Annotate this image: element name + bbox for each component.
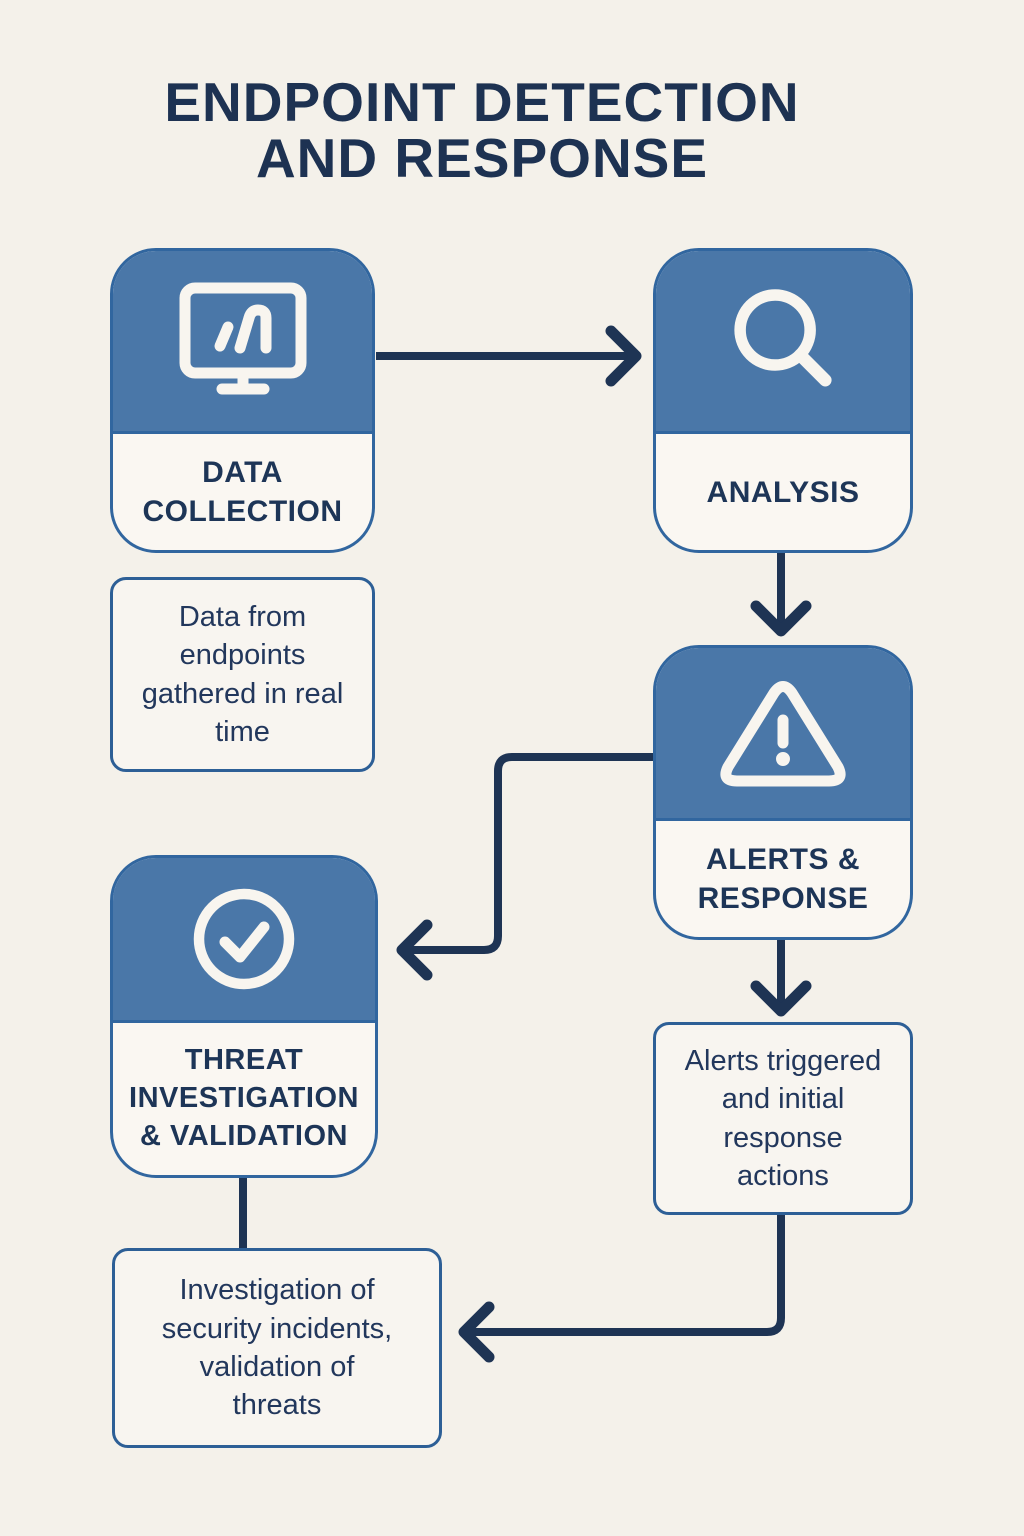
warning-triangle-icon bbox=[720, 681, 846, 787]
node-threat-investigation: THREAT INVESTIGATION & VALIDATION bbox=[110, 855, 378, 1178]
node-alerts-response-icon-panel bbox=[656, 648, 910, 818]
arrow-data-collection-to-analysis bbox=[376, 325, 642, 387]
node-threat-investigation-label: THREAT INVESTIGATION & VALIDATION bbox=[113, 1020, 375, 1175]
node-analysis: ANALYSIS bbox=[653, 248, 913, 553]
arrow-analysis-to-alerts bbox=[750, 551, 812, 637]
page-title-line1: ENDPOINT DETECTION bbox=[164, 71, 800, 133]
magnifying-glass-icon bbox=[733, 288, 832, 386]
note-threat-investigation-text: Investigation of security incidents, val… bbox=[161, 1274, 393, 1422]
node-threat-investigation-icon-panel bbox=[113, 858, 375, 1020]
node-data-collection-label: DATA COLLECTION bbox=[113, 431, 372, 550]
arrow-alerts-note-to-investigation-note bbox=[458, 1213, 785, 1363]
check-circle-icon bbox=[193, 888, 295, 990]
note-threat-investigation: Investigation of security incidents, val… bbox=[112, 1248, 442, 1448]
note-alerts-response: Alerts triggered and initial response ac… bbox=[653, 1022, 913, 1215]
node-data-collection-icon-panel bbox=[113, 251, 372, 431]
node-analysis-label: ANALYSIS bbox=[656, 431, 910, 550]
page-title: ENDPOINT DETECTION AND RESPONSE bbox=[0, 74, 964, 186]
arrow-alerts-to-threat-investigation bbox=[396, 753, 655, 981]
node-alerts-response-label: ALERTS & RESPONSE bbox=[656, 818, 910, 937]
page-title-line2: AND RESPONSE bbox=[255, 127, 709, 190]
note-data-collection-text: Data from endpoints gathered in real tim… bbox=[141, 600, 344, 748]
monitor-chart-icon bbox=[179, 282, 306, 395]
arrow-alerts-to-alerts-note bbox=[750, 938, 812, 1017]
node-analysis-icon-panel bbox=[656, 251, 910, 431]
note-data-collection: Data from endpoints gathered in real tim… bbox=[110, 577, 375, 772]
note-alerts-response-text: Alerts triggered and initial response ac… bbox=[684, 1044, 882, 1192]
node-data-collection: DATA COLLECTION bbox=[110, 248, 375, 553]
node-alerts-response: ALERTS & RESPONSE bbox=[653, 645, 913, 940]
